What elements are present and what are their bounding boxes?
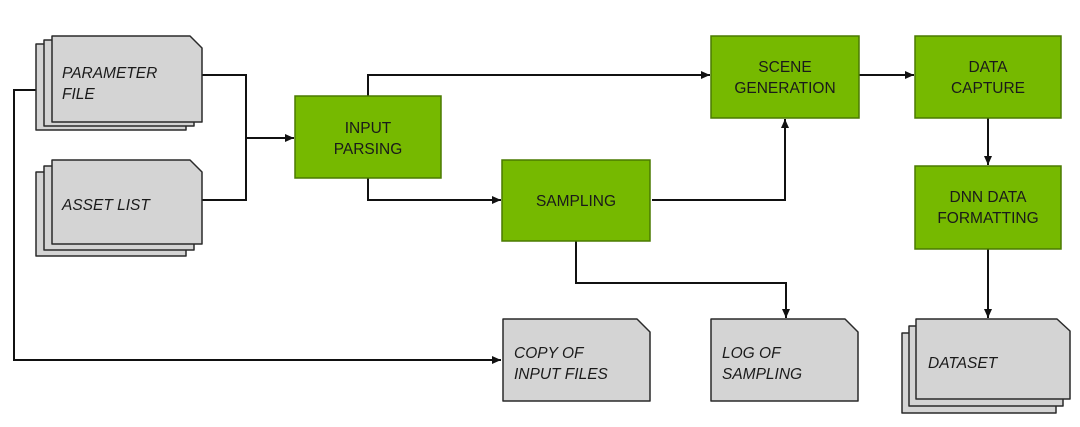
connector-inputs-to-copy	[13, 89, 501, 364]
process-boxes	[294, 35, 1062, 250]
connector-sampling-to-scene-generation	[652, 119, 789, 201]
connectors	[13, 71, 992, 364]
parameter-file-stack	[35, 35, 203, 131]
dnn-data-formatting-box	[914, 165, 1062, 250]
dataset-stack	[901, 318, 1071, 414]
log-of-sampling-label-line2: SAMPLING	[722, 366, 802, 383]
sampling-box	[501, 159, 651, 242]
asset-list-label: ASSET LIST	[61, 197, 151, 214]
dnn-data-formatting-label-line1: DNN DATA	[950, 189, 1028, 206]
sampling-label: SAMPLING	[536, 193, 616, 210]
input-parsing-box	[294, 95, 442, 179]
dataset-label: DATASET	[928, 355, 999, 372]
connector-parameter-file-to-input-parsing	[202, 74, 247, 138]
data-capture-label-line1: DATA	[968, 59, 1008, 76]
asset-list-document	[51, 159, 203, 245]
dataset-document	[915, 318, 1071, 400]
output-documents	[502, 318, 859, 402]
connector-input-parsing-to-sampling	[367, 178, 501, 204]
input-parsing-label-line2: PARSING	[334, 141, 403, 158]
data-capture-label-line2: CAPTURE	[951, 80, 1025, 97]
parameter-file-label-line1: PARAMETER	[62, 65, 157, 82]
scene-generation-box	[710, 35, 860, 119]
log-of-sampling-document	[710, 318, 859, 402]
parameter-file-document	[51, 35, 203, 123]
dnn-data-formatting-label-line2: FORMATTING	[937, 210, 1038, 227]
connector-asset-list-to-input-parsing	[202, 138, 247, 201]
log-of-sampling-label-line1: LOG OF	[722, 345, 782, 362]
connector-sampling-to-log	[575, 241, 790, 318]
copy-of-input-files-label-line2: INPUT FILES	[514, 366, 609, 383]
copy-of-input-files-document	[502, 318, 651, 402]
parameter-file-label-line2: FILE	[62, 86, 95, 103]
scene-generation-label-line1: SCENE	[758, 59, 811, 76]
data-capture-box	[914, 35, 1062, 119]
connector-input-parsing-to-scene-generation	[367, 71, 710, 96]
scene-generation-label-line2: GENERATION	[734, 80, 835, 97]
asset-list-stack	[35, 159, 203, 257]
copy-of-input-files-label-line1: COPY OF	[514, 345, 585, 362]
input-parsing-label-line1: INPUT	[345, 120, 392, 137]
